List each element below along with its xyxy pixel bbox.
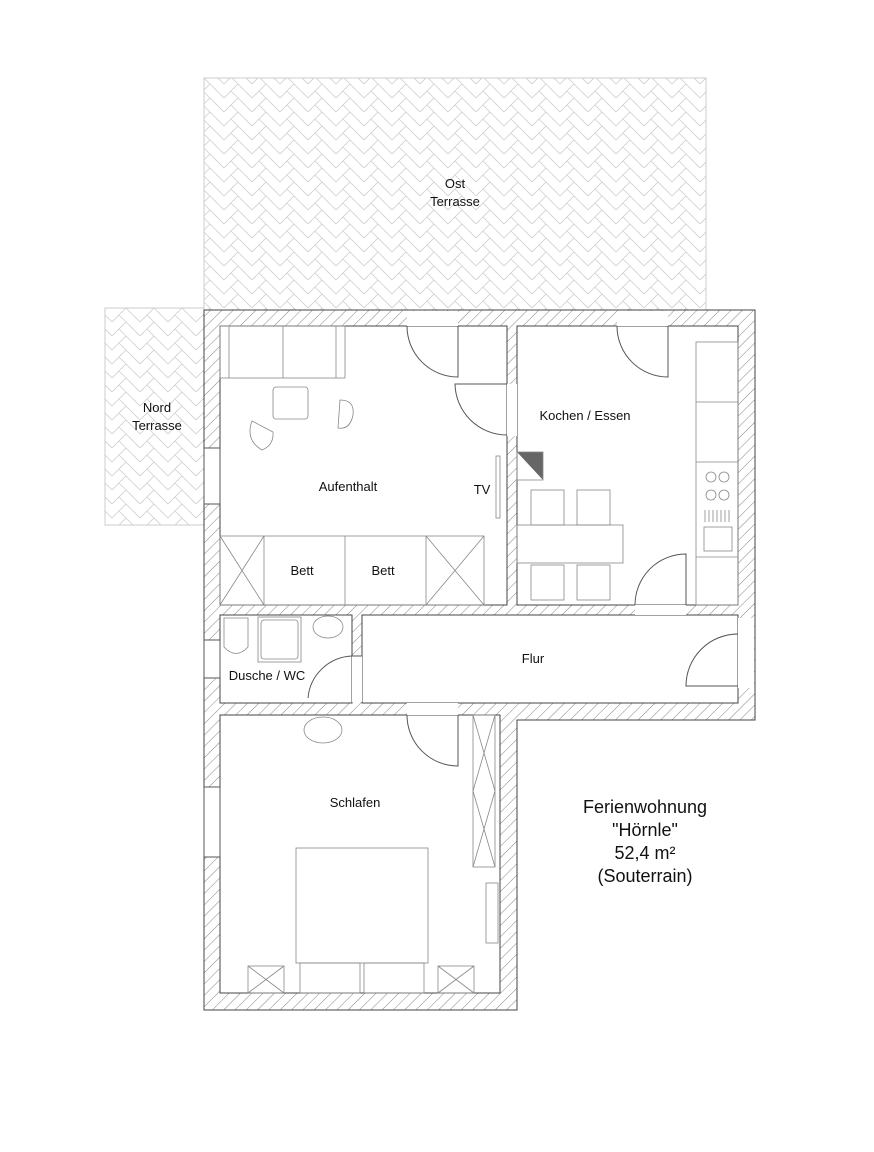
info-level: (Souterrain) [597, 866, 692, 886]
info-name: "Hörnle" [612, 820, 678, 840]
apartment-info: Ferienwohnung "Hörnle" 52,4 m² (Souterra… [583, 797, 707, 886]
room-kochen-essen [516, 325, 739, 606]
room-flur [361, 614, 739, 704]
kitchen-counter-icon [695, 341, 739, 606]
dining-table-icon [516, 489, 624, 601]
room-label-flur: Flur [522, 651, 545, 666]
room-label-dusche-wc: Dusche / WC [229, 668, 306, 683]
nord-terrasse-label: Nord [143, 400, 171, 415]
bed-label-2: Bett [371, 563, 395, 578]
doors [307, 325, 739, 767]
room-label-kochen-essen: Kochen / Essen [539, 408, 630, 423]
beds-icon [219, 535, 485, 606]
ost-terrasse-label: Ost [445, 176, 466, 191]
room-schlafen [219, 714, 501, 994]
room-label-schlafen: Schlafen [330, 795, 381, 810]
ost-terrasse: Ost Terrasse [203, 77, 707, 311]
room-label-aufenthalt: Aufenthalt [319, 479, 378, 494]
chair-icon [249, 420, 274, 451]
nord-terrasse: Nord Terrasse [104, 307, 205, 526]
bed-label-1: Bett [290, 563, 314, 578]
chimney-icon [517, 452, 543, 480]
bedroom-furniture-icon [247, 714, 499, 994]
info-area: 52,4 m² [614, 843, 675, 863]
room-aufenthalt [219, 325, 508, 606]
ost-terrasse-label-2: Terrasse [430, 194, 480, 209]
coffee-table-icon [272, 386, 309, 420]
nord-terrasse-label-2: Terrasse [132, 418, 182, 433]
windows [203, 447, 221, 858]
chair-icon [337, 399, 354, 429]
sofa-icon [219, 325, 346, 379]
info-title: Ferienwohnung [583, 797, 707, 817]
tv-icon [495, 455, 501, 519]
bath-fixtures-icon [223, 615, 344, 663]
tv-label: TV [474, 482, 491, 497]
